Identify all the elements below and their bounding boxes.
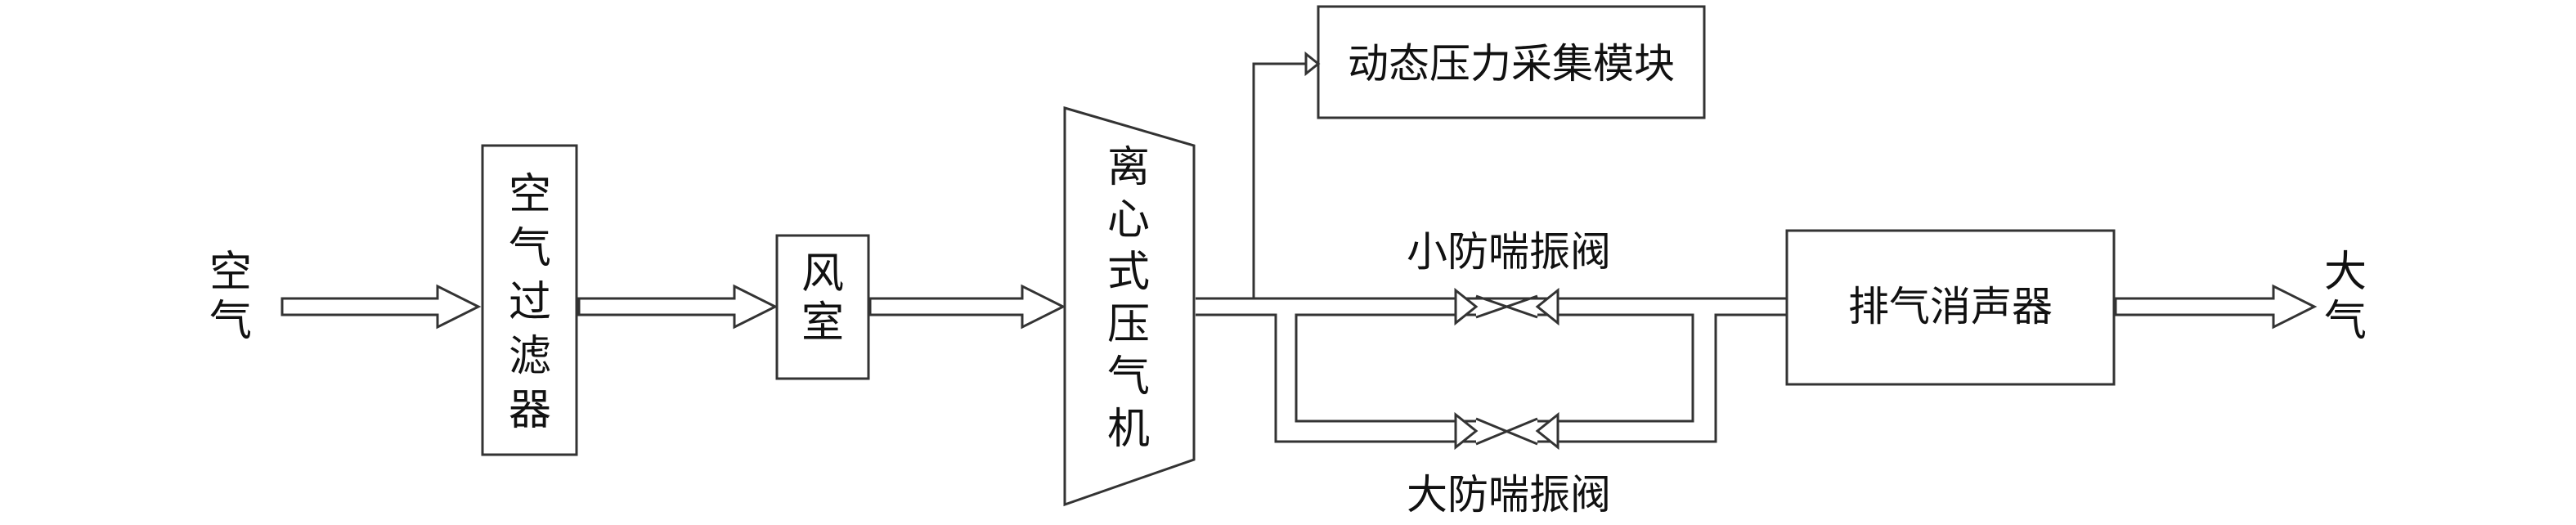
vertical-label-char: 空 xyxy=(509,170,551,219)
vertical-label-char: 压 xyxy=(1107,300,1150,349)
air-filter-box xyxy=(481,144,578,456)
centrifugal-compressor-label: 离心式压气机 xyxy=(1107,143,1150,454)
vertical-label-char: 空 xyxy=(209,248,252,297)
small-valve-outlet-arrowhead xyxy=(1535,287,1560,326)
vertical-label-char: 大 xyxy=(2324,248,2367,297)
large-surge-valve-symbol xyxy=(1475,417,1538,446)
air-chamber-label: 风室 xyxy=(801,249,844,348)
large-valve-inlet-arrowhead xyxy=(1454,411,1479,451)
small-valve-inlet-arrowhead xyxy=(1454,287,1479,326)
bypass-loop-right-inner xyxy=(1537,313,1694,423)
small-surge-valve-symbol xyxy=(1475,294,1538,319)
input-air-label: 空气 xyxy=(209,248,252,346)
pressure-module-label: 动态压力采集模块 xyxy=(1348,40,1675,88)
vertical-label-char: 离 xyxy=(1107,143,1150,192)
pressure-module-box xyxy=(1317,5,1706,119)
exhaust-muffler-label: 排气消声器 xyxy=(1848,283,2053,330)
vertical-label-char: 气 xyxy=(1107,352,1150,402)
outlet-pipe-upper-bottom-left xyxy=(1196,313,1476,443)
flow-arrow-muffler-to-atmosphere xyxy=(2114,284,2318,330)
vertical-label-char: 机 xyxy=(1107,405,1150,454)
centrifugal-compressor-shape xyxy=(1063,106,1196,507)
vertical-label-char: 气 xyxy=(509,224,551,273)
small-surge-valve-label: 小防喘振阀 xyxy=(1407,228,1611,276)
air-filter-label: 空气过滤器 xyxy=(509,170,551,435)
bypass-loop-right-outer xyxy=(1537,313,1787,443)
vertical-label-char: 气 xyxy=(2324,297,2367,346)
exhaust-muffler-box xyxy=(1785,229,2116,386)
large-surge-valve-label: 大防喘振阀 xyxy=(1407,471,1611,518)
pressure-sensing-arrowhead xyxy=(1304,51,1321,77)
vertical-label-char: 心 xyxy=(1107,195,1150,245)
air-chamber-box xyxy=(775,234,870,380)
vertical-label-char: 式 xyxy=(1107,248,1150,297)
flow-arrow-filter-to-chamber xyxy=(577,284,779,330)
vertical-label-char: 风 xyxy=(801,249,844,298)
vertical-label-char: 气 xyxy=(209,297,252,346)
atmosphere-label: 大气 xyxy=(2324,248,2367,346)
large-valve-outlet-arrowhead xyxy=(1535,411,1560,451)
flow-arrow-chamber-to-compressor xyxy=(868,284,1066,330)
vertical-label-char: 室 xyxy=(801,298,844,348)
vertical-label-char: 滤 xyxy=(509,332,551,381)
vertical-label-char: 过 xyxy=(509,278,551,327)
flow-arrow-air-to-filter xyxy=(280,284,482,330)
vertical-label-char: 器 xyxy=(509,386,551,435)
bypass-loop-left-inner xyxy=(1295,313,1476,423)
pressure-sensing-line xyxy=(1252,62,1313,298)
